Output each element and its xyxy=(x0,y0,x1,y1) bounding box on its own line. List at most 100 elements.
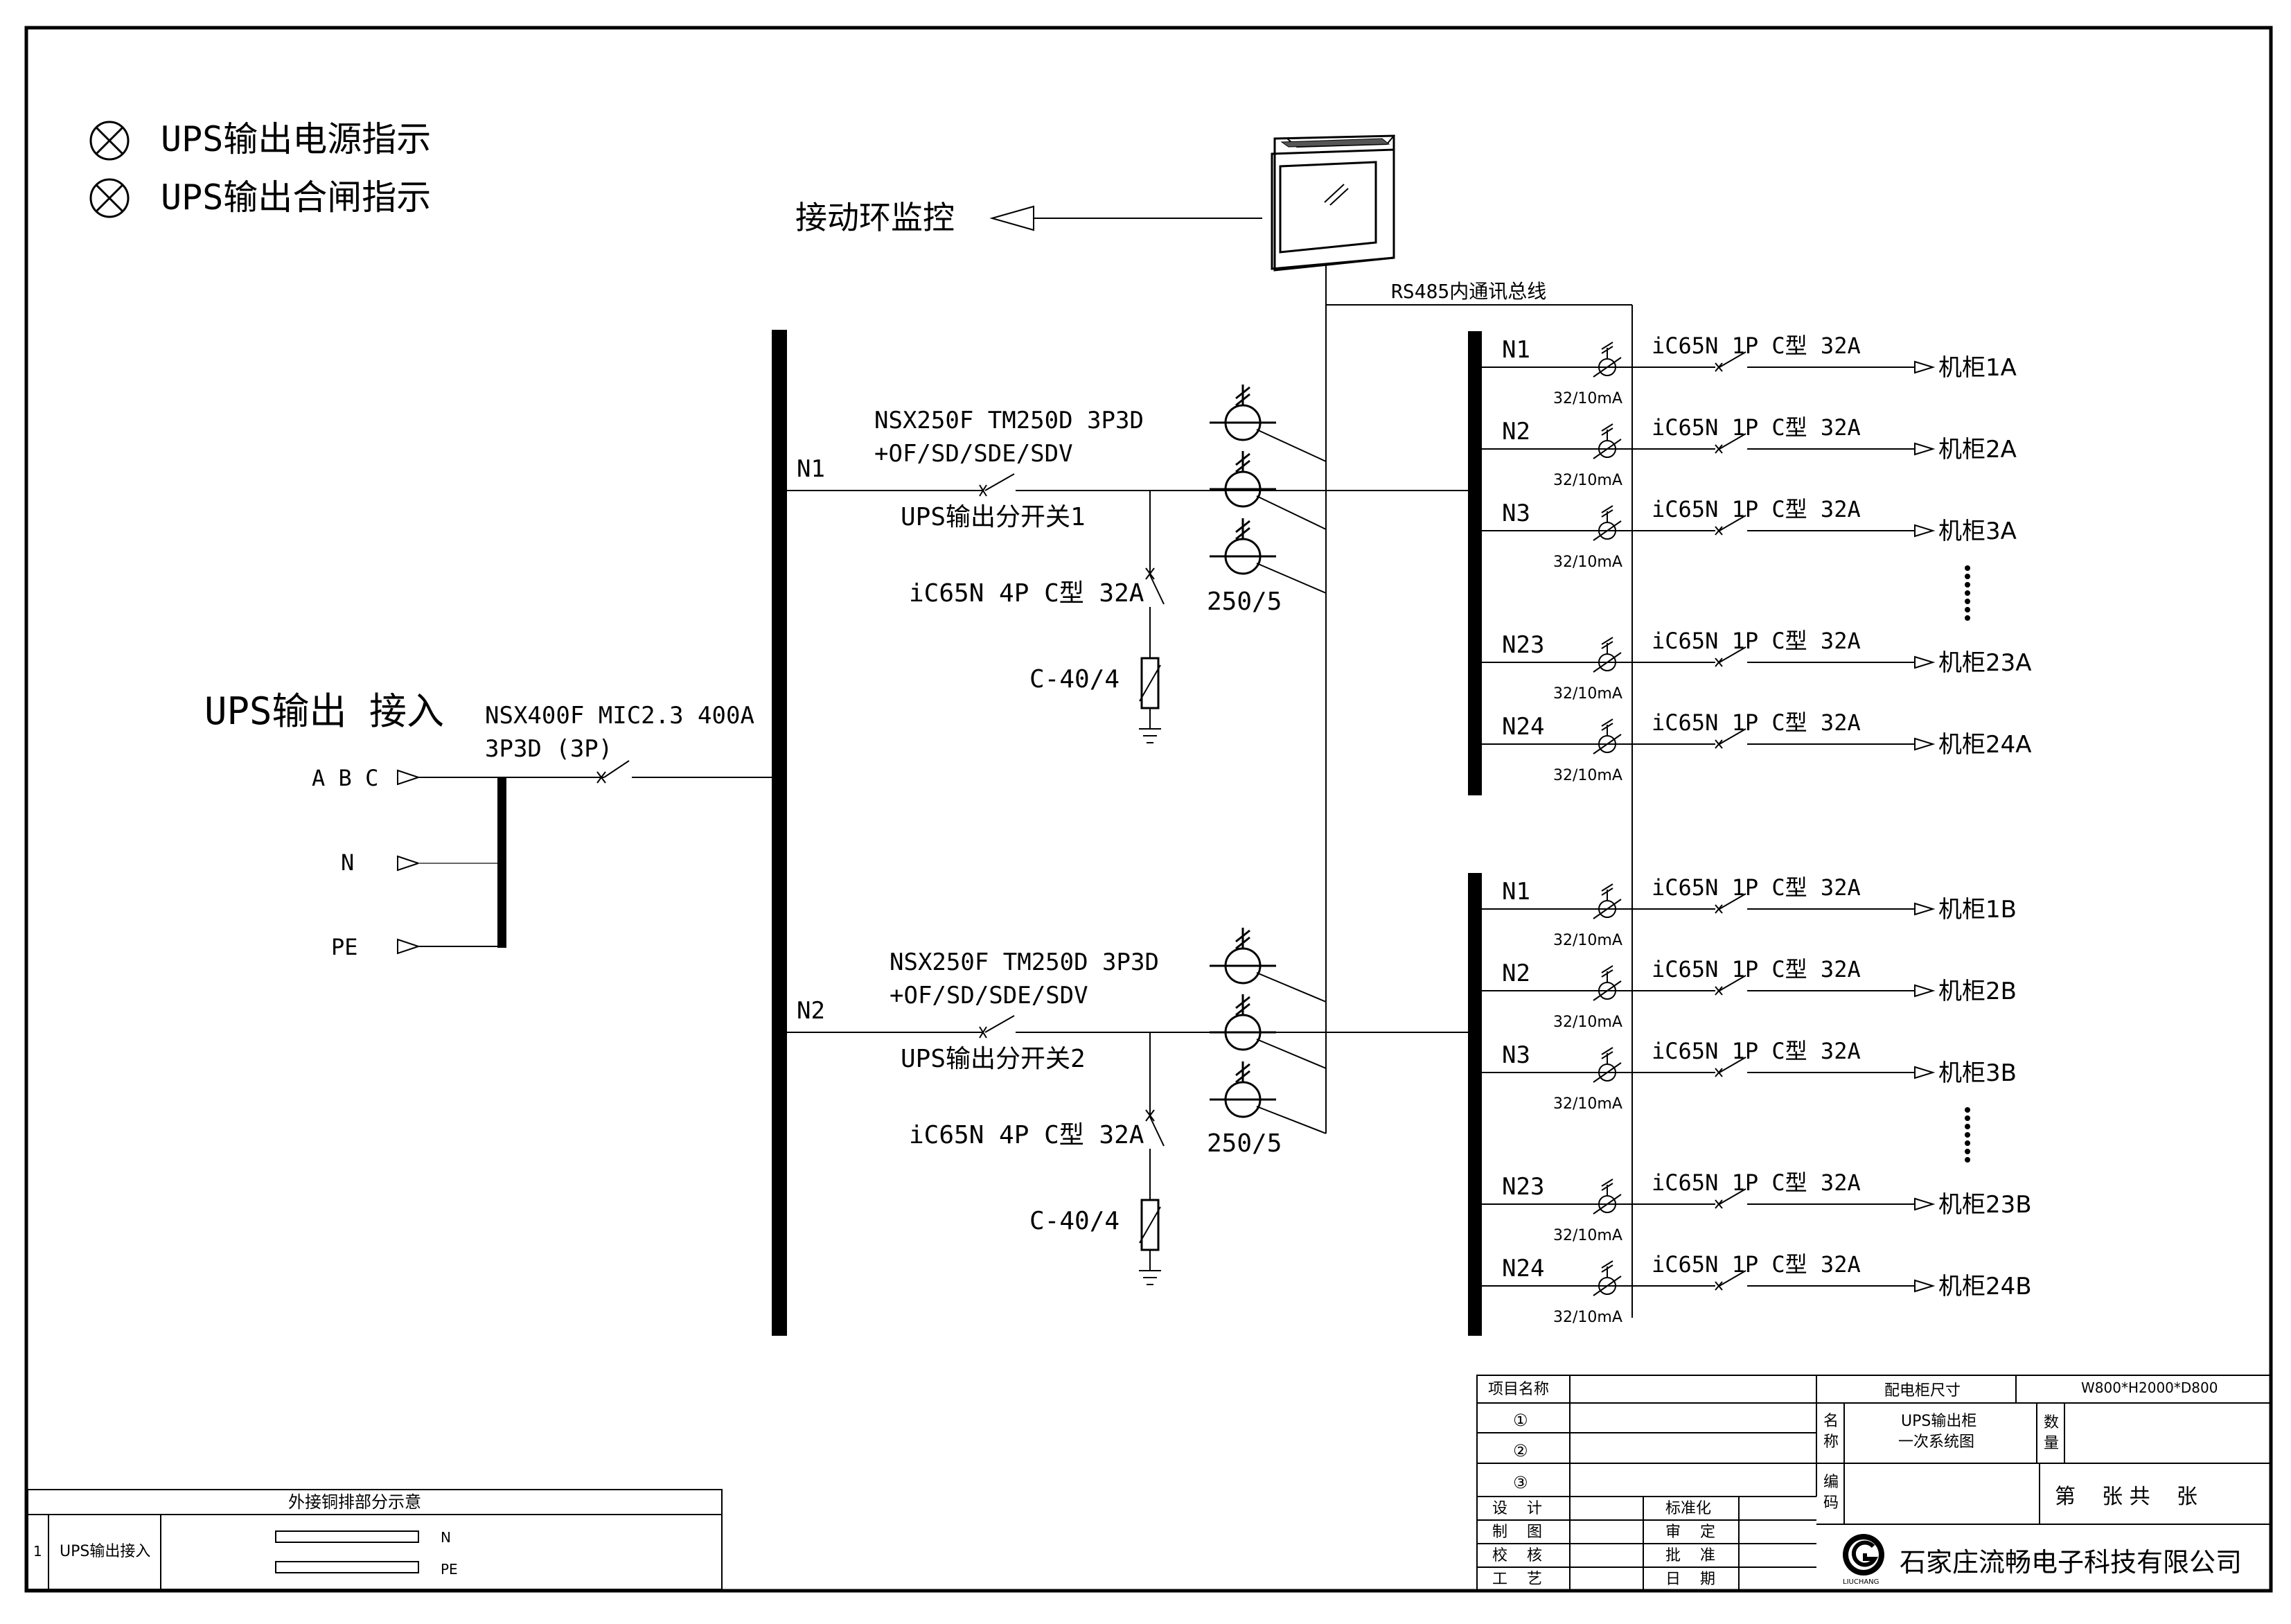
legend-closing-label: UPS输出合闸指示 xyxy=(161,177,431,218)
branch-label: N2 xyxy=(1502,960,1530,987)
sign-process: 工 艺 xyxy=(1492,1571,1542,1588)
cabinet-label: 机柜2A xyxy=(1938,436,2017,464)
legend-power-label: UPS输出电源指示 xyxy=(161,119,431,159)
sign-date: 日 期 xyxy=(1665,1571,1715,1588)
code-label-2: 码 xyxy=(1823,1494,1839,1512)
arrow-left-icon xyxy=(989,205,1034,231)
feeder-1: NSX250F TM250D 3P3D +OF/SD/SDE/SDV UPS输出… xyxy=(787,385,1469,743)
branch-circuit: N24 iC65N 1P C型 32A 32/10mA 机柜24B xyxy=(1482,1251,2032,1326)
legend: UPS输出电源指示 UPS输出合闸指示 xyxy=(89,119,431,218)
spd-label: C-40/4 xyxy=(1029,1207,1120,1235)
spd-label: C-40/4 xyxy=(1029,665,1120,694)
current-transformer-icon xyxy=(1210,928,1276,1118)
outlet-arrow-icon xyxy=(1914,655,1936,669)
sign-approve: 批 准 xyxy=(1665,1547,1715,1564)
company-name: 石家庄流畅电子科技有限公司 xyxy=(1900,1547,2242,1578)
sign-review: 审 定 xyxy=(1665,1524,1715,1541)
branch-label: N1 xyxy=(1502,878,1530,906)
copper-bar-table: 外接铜排部分示意 1 UPS输出接入 N PE xyxy=(27,1489,723,1590)
feeder-2: NSX250F TM250D 3P3D +OF/SD/SDE/SDV UPS输出… xyxy=(787,928,1469,1285)
branch-label: N23 xyxy=(1502,1173,1544,1201)
branch-breaker-label: iC65N 1P C型 32A xyxy=(1652,956,1861,982)
branch-label: N3 xyxy=(1502,500,1530,527)
sub-busbar-b xyxy=(1468,873,1482,1336)
input-breaker-symbol xyxy=(596,760,772,784)
rcd-rating-label: 32/10mA xyxy=(1553,685,1622,703)
name-label-2: 称 xyxy=(1823,1433,1839,1451)
terminal-abc-label: A B C xyxy=(312,765,378,791)
cabinet-label: 机柜1A xyxy=(1938,354,2017,382)
sign-check: 校 核 xyxy=(1492,1547,1542,1564)
input-copper-bar xyxy=(497,777,506,948)
outlet-arrow-icon xyxy=(1914,1197,1936,1211)
sign-design: 设 计 xyxy=(1492,1500,1542,1517)
sign-drawing: 制 图 xyxy=(1492,1524,1542,1541)
name-label-1: 名 xyxy=(1823,1413,1839,1430)
rcd-rating-label: 32/10mA xyxy=(1553,767,1622,784)
cabinet-label: 机柜3B xyxy=(1938,1059,2017,1087)
cabinet-label: 机柜3A xyxy=(1938,518,2017,545)
copper-bar-n xyxy=(275,1530,419,1543)
cabinet-label: 机柜1B xyxy=(1938,896,2017,924)
indicator-lamp-icon xyxy=(89,178,130,218)
cabinet-label: 机柜23B xyxy=(1938,1191,2032,1219)
continuation-dots xyxy=(1965,565,1970,1163)
branch-label: N24 xyxy=(1502,713,1544,741)
feeder-switch-name: UPS输出分开关2 xyxy=(901,1045,1086,1073)
drawing-frame xyxy=(24,26,2273,1593)
feeder-breaker-line1: NSX250F TM250D 3P3D xyxy=(890,948,1159,976)
cabinet-size-value: W800*H2000*D800 xyxy=(2081,1379,2218,1396)
copper-row-label: UPS输出接入 xyxy=(60,1543,150,1560)
branch-breaker-label: iC65N 1P C型 32A xyxy=(1652,1251,1861,1278)
feeder-breaker-line1: NSX250F TM250D 3P3D xyxy=(874,407,1144,434)
logo-text: LIUCHANG xyxy=(1843,1578,1879,1586)
branch-label: N1 xyxy=(1502,336,1530,364)
copper-bar-n-label: N xyxy=(441,1529,451,1546)
cabinet-label: 机柜2B xyxy=(1938,978,2017,1005)
copper-table-title: 外接铜排部分示意 xyxy=(288,1492,421,1512)
company-logo-icon: LIUCHANG xyxy=(1843,1534,1884,1586)
spd-breaker-label: iC65N 4P C型 32A xyxy=(909,1121,1144,1149)
outlet-arrow-icon xyxy=(1914,442,1936,456)
ups-input-title: UPS输出 接入 xyxy=(204,689,444,733)
outlet-arrow-icon xyxy=(1914,360,1936,374)
branch-breaker-label: iC65N 1P C型 32A xyxy=(1652,628,1861,654)
branch-breaker-label: iC65N 1P C型 32A xyxy=(1652,496,1861,522)
outlet-arrow-icon xyxy=(1914,1279,1936,1293)
terminal-n-label: N xyxy=(341,849,354,876)
main-busbar xyxy=(772,330,787,1336)
branch-breaker-label: iC65N 1P C型 32A xyxy=(1652,333,1861,359)
input-breaker-line1: NSX400F MIC2.3 400A xyxy=(485,702,754,730)
rs485-bus xyxy=(1325,263,1633,1318)
branch-label: N3 xyxy=(1502,1041,1530,1069)
code-label-1: 编 xyxy=(1823,1474,1839,1491)
outlet-arrow-icon xyxy=(1914,902,1936,916)
branch-label: N2 xyxy=(1502,418,1530,445)
qty-label-1: 数 xyxy=(2044,1414,2059,1431)
terminal-pe-label: PE xyxy=(331,934,358,960)
branch-breaker-label: iC65N 1P C型 32A xyxy=(1652,1038,1861,1064)
title-block-text: 项目名称 配电柜尺寸 W800*H2000*D800 ① ② ③ 名 称 UPS… xyxy=(1488,1379,2242,1588)
outlet-arrow-icon xyxy=(1914,524,1936,538)
rcd-rating-label: 32/10mA xyxy=(1553,1309,1622,1326)
main-bus-n1-label: N1 xyxy=(797,455,825,483)
qty-label-2: 量 xyxy=(2044,1435,2059,1452)
branch-label: N24 xyxy=(1502,1255,1544,1282)
monitor-screen-icon xyxy=(1271,134,1396,272)
feeder-switch-name: UPS输出分开关1 xyxy=(901,503,1086,531)
cabinet-label: 机柜24A xyxy=(1938,731,2032,759)
cabinet-label: 机柜24B xyxy=(1938,1273,2032,1300)
drawing-name-2: 一次系统图 xyxy=(1898,1433,1974,1451)
rcd-rating-label: 32/10mA xyxy=(1553,472,1622,489)
outlet-arrow-icon xyxy=(1914,737,1936,751)
